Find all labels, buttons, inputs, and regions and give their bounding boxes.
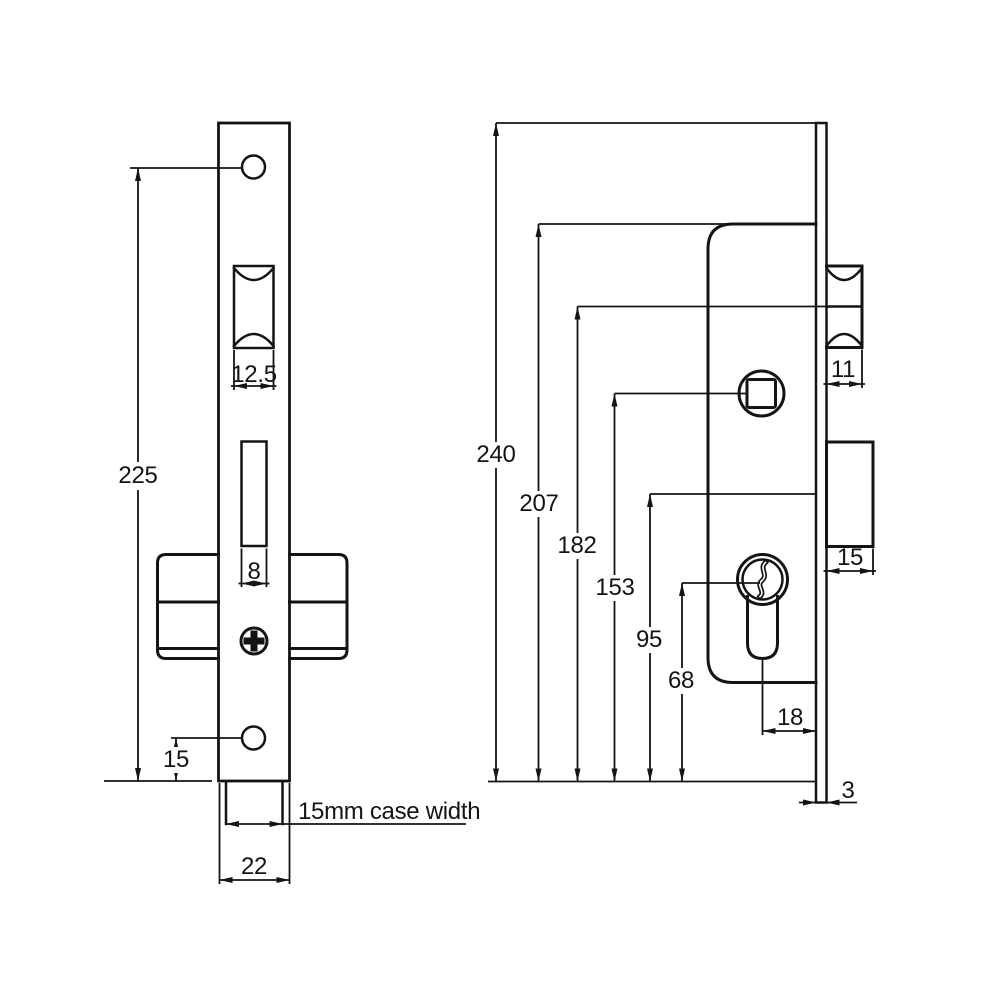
- latch-cutout: [232, 264, 276, 350]
- dim-label-240: 240: [473, 442, 519, 468]
- dim-label-207: 207: [516, 491, 562, 517]
- front-view: [156, 121, 349, 826]
- dim-label-15-side: 15: [836, 544, 864, 571]
- faceplate-side: [814, 121, 828, 804]
- lock-case-side: [706, 222, 818, 684]
- dim-153-lines: [613, 392, 747, 782]
- dim-label-18: 18: [776, 704, 804, 731]
- dimension-lines: [104, 122, 876, 884]
- dim-95-lines: [649, 493, 816, 782]
- dim-label-22: 22: [240, 853, 268, 880]
- case-width-note: 15mm case width: [298, 798, 481, 825]
- dim-207-lines: [537, 223, 733, 782]
- fixing-hole-top: [240, 154, 267, 180]
- dim-68-lines: [681, 582, 760, 782]
- dim-label-95: 95: [632, 627, 666, 653]
- dim-label-11: 11: [830, 356, 856, 383]
- case-block-left: [156, 553, 220, 660]
- faceplate-front: [217, 121, 291, 783]
- deadbolt-side: [825, 440, 875, 548]
- dim-182-lines: [576, 305, 862, 782]
- phillips-screw-icon: [239, 626, 269, 656]
- euro-cylinder: [736, 553, 789, 661]
- case-block-right: [288, 553, 349, 660]
- case-width-stub: [224, 780, 284, 826]
- fixing-hole-bottom: [240, 725, 267, 751]
- dim-label-68: 68: [664, 668, 698, 694]
- dim-label-8: 8: [247, 558, 261, 585]
- dim-label-182: 182: [554, 533, 600, 559]
- side-view: [706, 121, 875, 804]
- dimension-arrowheads: [135, 123, 873, 883]
- dim-label-12.5: 12.5: [231, 361, 277, 388]
- deadbolt-slot: [240, 440, 268, 548]
- dim-label-225: 225: [115, 463, 161, 489]
- dim-label-3: 3: [841, 777, 855, 804]
- dim-label-15-front: 15: [159, 747, 193, 773]
- dim-240-lines: [495, 122, 816, 782]
- dim-label-153: 153: [592, 575, 638, 601]
- dim-225-lines: [104, 167, 242, 782]
